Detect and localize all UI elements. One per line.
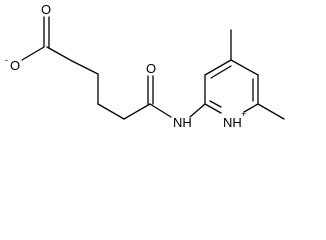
carboxylate-oxygen-anion: O [10, 58, 20, 73]
pyridinium-ring [204, 59, 259, 114]
amide-group [147, 75, 206, 118]
carboxylate-group [21, 16, 50, 61]
ring-bond-n-c2-inner [209, 100, 222, 108]
chain-bond-1 [46, 46, 73, 62]
ring-bond-n-c2 [204, 103, 222, 114]
chain-bond-2 [71, 60, 99, 75]
amide-nitrogen: NH [173, 115, 192, 130]
structural-formula: O O - O NH NH + [5, 2, 285, 130]
ring-bond-c6-n [243, 103, 259, 113]
ring-bond-c3-c4-inner [210, 65, 232, 79]
ring-bond-c3-c4 [204, 59, 232, 76]
ring-bond-c4-c5 [230, 59, 259, 76]
amide-cn-bond [149, 103, 172, 118]
carboxylate-oxygen-top: O [41, 2, 51, 17]
pyridinium-charge: + [241, 109, 246, 119]
carbon-chain [46, 46, 151, 120]
nh-ring-bond [189, 103, 206, 118]
amide-oxygen: O [146, 61, 156, 76]
chain-bond-5 [123, 103, 151, 120]
methyl-groups [230, 29, 285, 120]
carboxyl-single-bond [21, 46, 45, 61]
pyridinium-nitrogen: NH [223, 115, 242, 130]
methyl-bond-c6 [257, 103, 285, 120]
chain-bond-4 [97, 103, 125, 120]
anion-charge: - [5, 55, 8, 65]
